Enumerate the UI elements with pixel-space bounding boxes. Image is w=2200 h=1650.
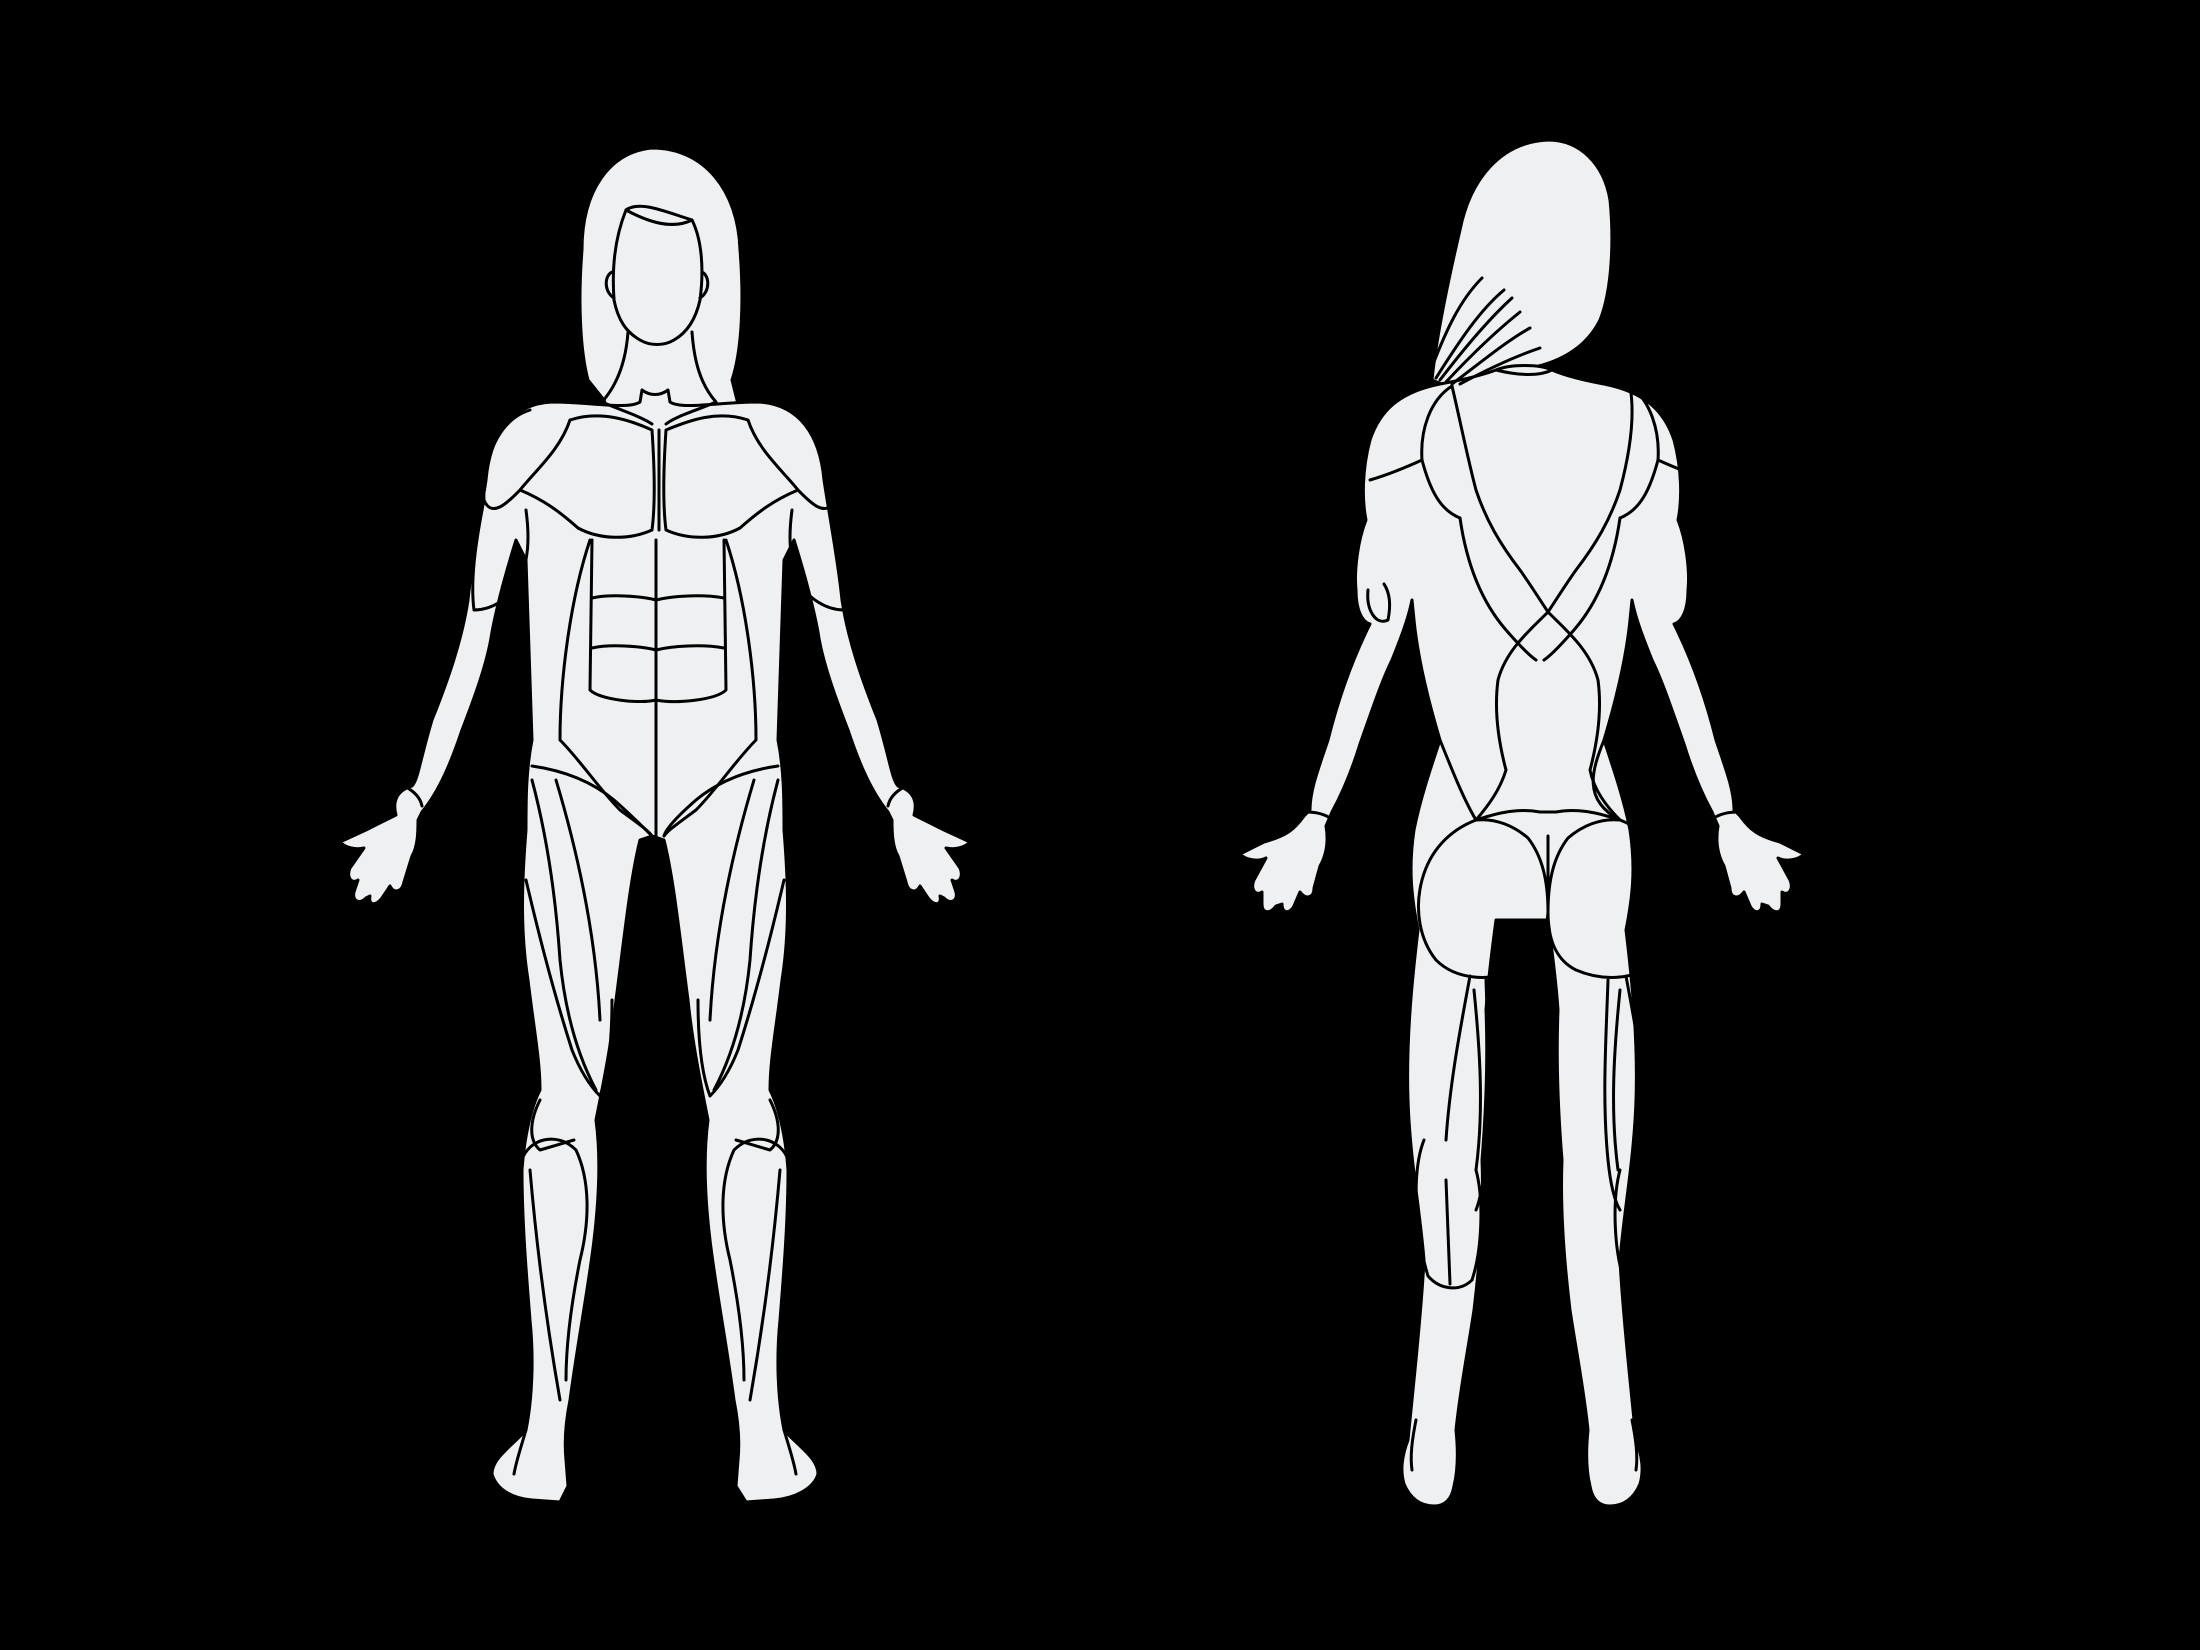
front-face <box>613 210 702 345</box>
back-hair <box>1432 140 1612 386</box>
back-body-silhouette <box>1240 366 1804 1507</box>
guide-lines <box>8 44 2200 1458</box>
back-calf-right-split <box>1646 1180 1650 1284</box>
front-figure <box>340 148 970 1502</box>
back-figure <box>1240 140 1804 1506</box>
back-elbow-right <box>1694 584 1716 621</box>
